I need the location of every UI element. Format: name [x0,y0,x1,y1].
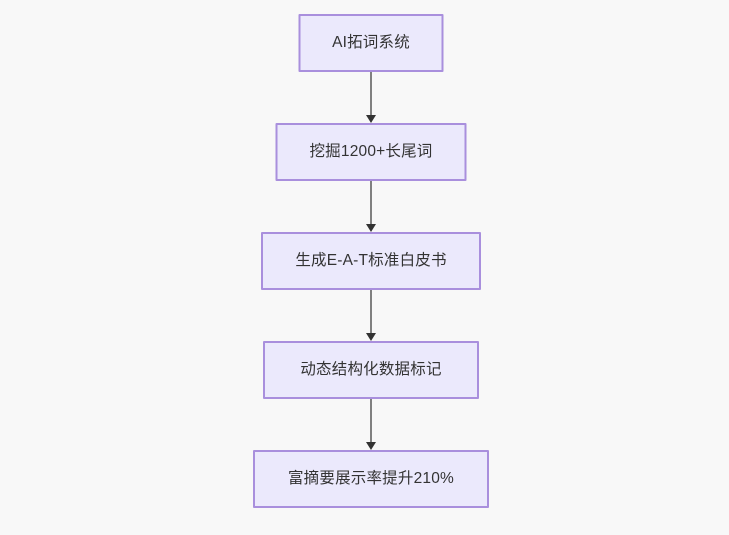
edge-n3-n4 [370,290,372,333]
flowchart-node-n2[interactable]: 挖掘1200+长尾词 [275,123,467,181]
flowchart-node-n1[interactable]: AI拓词系统 [298,14,444,72]
arrowhead-icon [366,442,376,450]
flowchart-node-n3[interactable]: 生成E-A-T标准白皮书 [261,232,481,290]
flowchart-node-label: 富摘要展示率提升210% [287,470,455,488]
arrowhead-icon [366,115,376,123]
arrowhead-icon [366,224,376,232]
arrowhead-icon [366,333,376,341]
edge-n4-n5 [370,399,372,442]
flowchart-node-label: 挖掘1200+长尾词 [309,143,433,161]
flowchart-node-n4[interactable]: 动态结构化数据标记 [263,341,479,399]
flowchart-node-label: 生成E-A-T标准白皮书 [295,252,447,270]
edge-n2-n3 [370,181,372,224]
edge-n1-n2 [370,72,372,115]
flowchart-node-label: AI拓词系统 [332,34,410,52]
flowchart-node-n5[interactable]: 富摘要展示率提升210% [253,450,489,508]
flowchart-node-label: 动态结构化数据标记 [300,361,442,379]
